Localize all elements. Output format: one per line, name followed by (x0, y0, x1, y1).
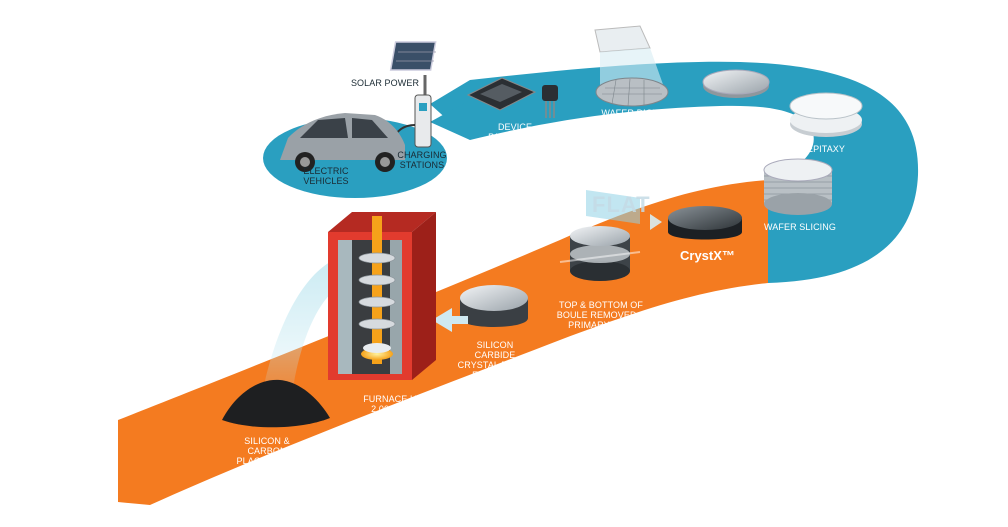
label-electric-vehicles: ELECTRIC VEHICLES (303, 166, 349, 186)
crystx-wafer-icon (668, 206, 742, 240)
transistor-icon (542, 85, 558, 118)
label-solar-power: SOLAR POWER (350, 78, 420, 88)
label-silicon-carbon: SILICON & CARBON PLACED INTO FURNACE (236, 436, 298, 476)
flat-badge-panel (586, 190, 640, 224)
label-charging-stations: CHARGING STATIONS (397, 150, 447, 170)
crystx-brand: CrystX™ (680, 248, 735, 263)
boule-icon (460, 285, 528, 327)
furnace-icon (328, 212, 436, 380)
label-device-fabrication: DEVICE FABRICATION (707, 108, 769, 128)
material-beam (262, 262, 340, 395)
powder-pile-icon (222, 379, 330, 428)
chip-icon (466, 77, 537, 111)
label-furnace-heats: FURNACE HEATS TO 2,000+ DEGREES CELSIUS,… (363, 394, 455, 444)
flat-badge: FLAT (592, 192, 651, 217)
label-wafer-dicing: WAFER DICING (601, 108, 669, 118)
label-wafer-slicing: WAFER SLICING (764, 222, 836, 232)
blue-arrowhead (430, 100, 470, 140)
wafer-stack-icon (763, 158, 833, 215)
car-icon (280, 113, 405, 172)
charger-icon (391, 94, 432, 148)
flat-boule-icon (559, 226, 641, 281)
diced-wafer-icon (594, 25, 669, 107)
blue-path (430, 61, 919, 283)
label-device-packaging: DEVICE PACKAGING (488, 122, 542, 142)
label-crystal-boule: SILICON CARBIDE CRYSTAL BOULE EMERGES (457, 340, 533, 380)
fabrication-wafer-icon (702, 69, 770, 98)
label-top-bottom-removed: TOP & BOTTOM OF BOULE REMOVED & PRIMARY … (556, 300, 646, 340)
furnace-to-boule-arrow (432, 308, 468, 332)
epitaxy-wafers-icon (789, 92, 863, 137)
flat-arrow (650, 214, 662, 230)
solar-panel-icon (389, 41, 437, 100)
label-epitaxy: EPITAXY (806, 144, 846, 154)
